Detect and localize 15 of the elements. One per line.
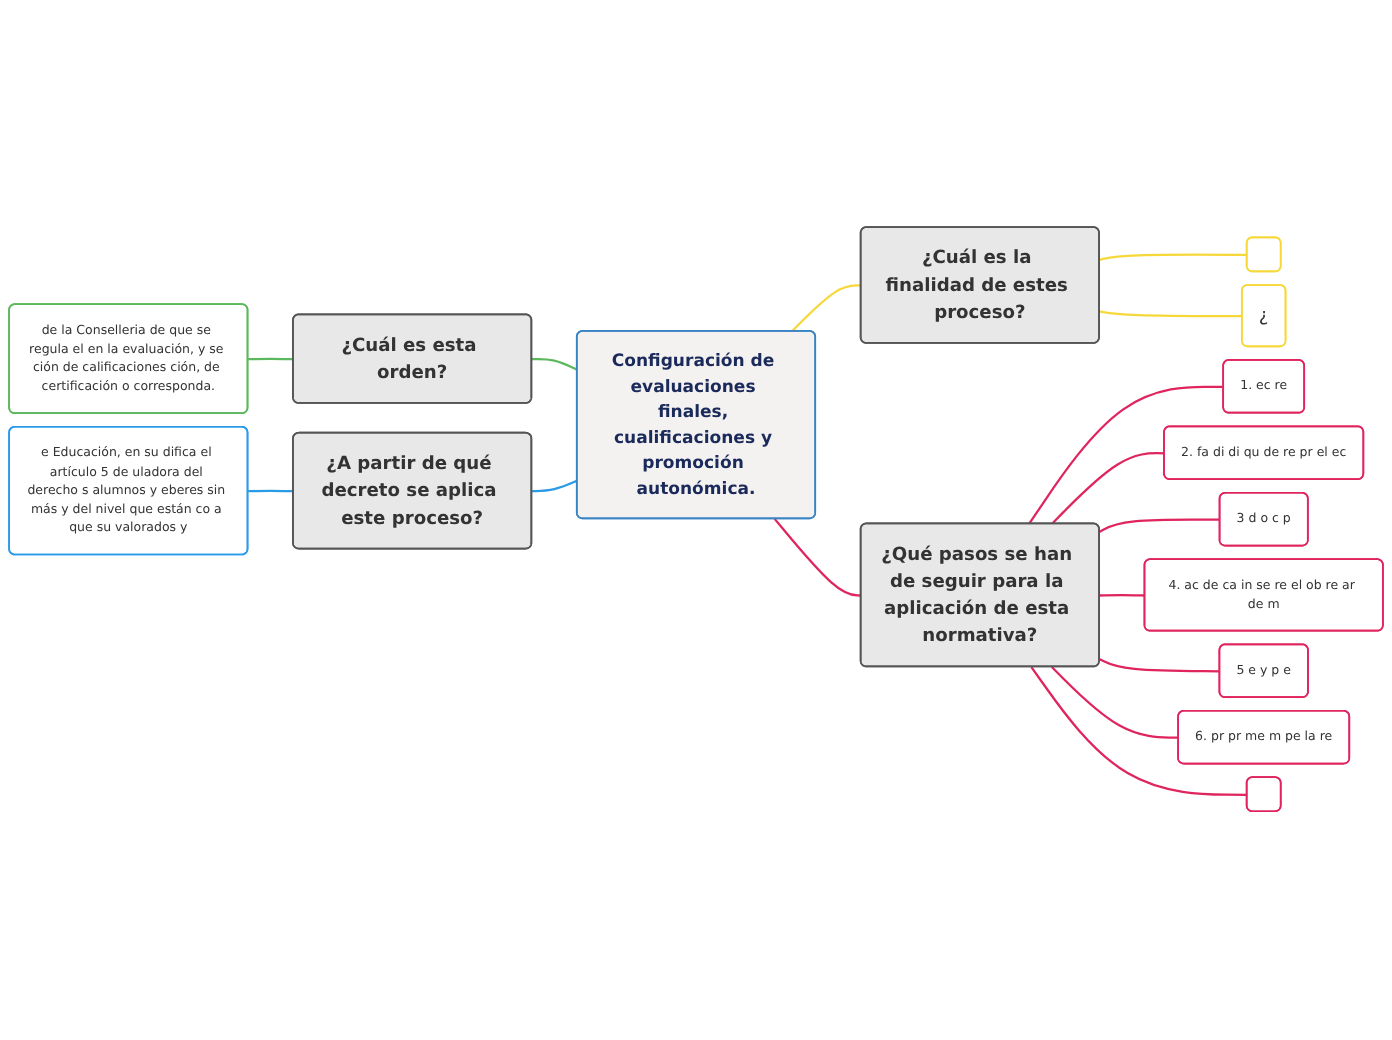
connector (1028, 386, 1224, 526)
connector (531, 480, 578, 494)
connector (790, 285, 862, 334)
connector (1099, 659, 1220, 674)
connector (1051, 667, 1179, 740)
connector (1099, 519, 1221, 534)
connector (773, 519, 862, 598)
connector (1099, 594, 1146, 598)
connector (1050, 452, 1165, 526)
connector (1099, 254, 1248, 262)
connector (248, 490, 294, 494)
connector (1099, 311, 1243, 319)
connector (531, 358, 578, 372)
connector (1030, 667, 1248, 797)
connector (248, 358, 294, 362)
